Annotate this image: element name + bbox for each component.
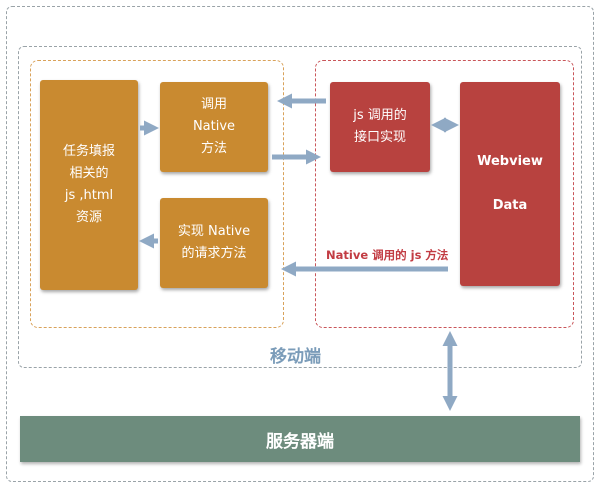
outer-frame — [6, 6, 594, 482]
task-resources-box: 任务填报 相关的 js ,html 资源 — [40, 80, 138, 290]
call-native-box: 调用 Native 方法 — [160, 82, 268, 172]
mobile-container — [18, 46, 582, 368]
server-bar: 服务器端 — [20, 416, 580, 462]
web-resources-group — [30, 60, 284, 328]
native-group — [315, 60, 574, 328]
webview-data-box: Webview Data — [460, 82, 560, 286]
native-call-js-label: Native 调用的 js 方法 — [326, 248, 449, 262]
impl-native-box: 实现 Native 的请求方法 — [160, 198, 268, 288]
js-interface-box: js 调用的 接口实现 — [330, 82, 430, 172]
mobile-label: 移动端 — [270, 347, 321, 367]
